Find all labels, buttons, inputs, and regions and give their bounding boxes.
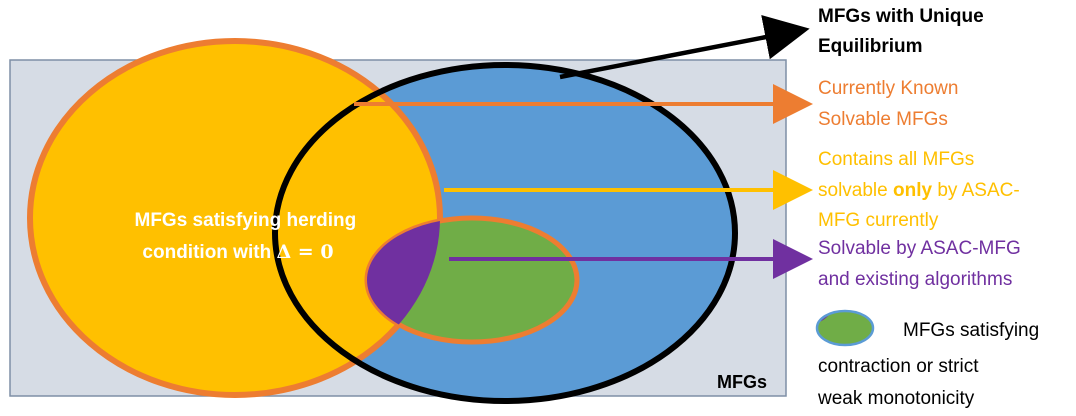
asac-only-label-line1: Contains all MFGs	[818, 149, 974, 170]
herding-label-line2-prefix: condition with	[142, 242, 276, 263]
universe-label: MFGs	[717, 372, 767, 392]
herding-label-line1: MFGs satisfying herding	[135, 210, 357, 231]
asac-only-label-line2-pre: solvable	[818, 180, 893, 201]
unique-equilibrium-arrow	[559, 15, 810, 80]
asac-existing-label-line1: Solvable by ASAC-MFG	[818, 238, 1021, 259]
unique-equilibrium-label: MFGs with Unique Equilibrium	[818, 6, 989, 57]
legend-label-line3: weak monotonicity	[817, 388, 975, 409]
asac-only-label: Contains all MFGs solvable only by ASAC-…	[818, 149, 1025, 231]
asac-existing-label: Solvable by ASAC-MFG and existing algori…	[818, 238, 1026, 290]
herding-label: MFGs satisfying herding condition with Δ…	[135, 210, 362, 263]
legend-label-line2: contraction or strict	[818, 356, 979, 377]
legend-label-line1: MFGs satisfying	[903, 320, 1039, 341]
asac-existing-label-line2: and existing algorithms	[818, 269, 1012, 290]
asac-only-label-line2-bold: only	[893, 180, 932, 201]
known-solvable-label-line2: Solvable MFGs	[818, 109, 948, 130]
legend-label: MFGs satisfying contraction or strict we…	[817, 320, 1044, 409]
unique-equilibrium-outline	[272, 62, 738, 404]
unique-equilibrium-label-line2: Equilibrium	[818, 36, 923, 57]
herding-label-line2-math: Δ = 0	[276, 241, 333, 263]
known-solvable-label: Currently Known Solvable MFGs	[818, 78, 964, 130]
herding-region	[27, 38, 443, 398]
legend-icon	[815, 309, 875, 347]
asac-only-label-line3: MFG currently	[818, 210, 939, 231]
unique-equilibrium-label-line1: MFGs with Unique	[818, 6, 984, 27]
asac-only-label-line2-post: by ASAC-	[932, 180, 1020, 201]
known-solvable-label-line1: Currently Known	[818, 78, 958, 99]
